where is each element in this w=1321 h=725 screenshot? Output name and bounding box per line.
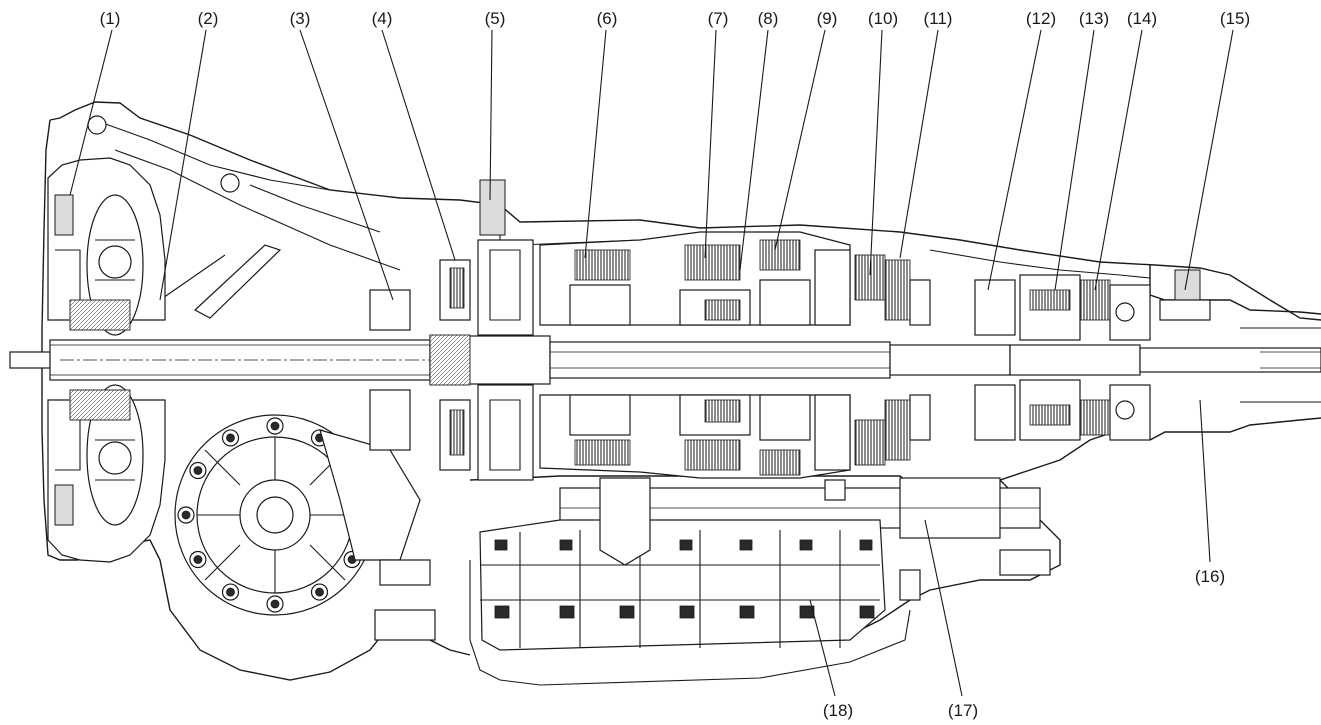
leader-line [69, 29, 113, 196]
callout-7: (7) [708, 9, 729, 28]
leader-line [159, 29, 207, 301]
leader-line [1054, 29, 1095, 291]
leader-line [1094, 29, 1143, 291]
leader-line [1184, 29, 1234, 291]
differential-gear [174, 414, 436, 641]
torque-converter [47, 157, 166, 563]
callout-18: (18) [823, 701, 853, 720]
callout-6: (6) [597, 9, 618, 28]
callout-8: (8) [758, 9, 779, 28]
callout-9: (9) [817, 9, 838, 28]
leader-line [774, 29, 826, 251]
callout-14: (14) [1127, 9, 1157, 28]
oil-pump-section [369, 179, 534, 481]
callout-15: (15) [1220, 9, 1250, 28]
leader-line [1199, 399, 1211, 563]
leader-line [899, 29, 939, 259]
main-shaft [9, 335, 1321, 385]
leader-line [869, 29, 883, 276]
leader-line [584, 29, 607, 259]
callout-13: (13) [1079, 9, 1109, 28]
transmission-housing [41, 101, 1321, 681]
leader-line [489, 29, 493, 201]
leader-lines [69, 29, 1234, 697]
clutch-and-planetary-section [539, 231, 931, 479]
callout-12: (12) [1026, 9, 1056, 28]
leader-line [809, 599, 836, 697]
leader-line [924, 519, 963, 697]
callout-1: (1) [100, 9, 121, 28]
callout-10: (10) [868, 9, 898, 28]
leader-line [381, 29, 456, 261]
callout-11: (11) [924, 9, 953, 28]
callout-16: (16) [1195, 567, 1225, 586]
leader-line [987, 29, 1042, 291]
transfer-section [974, 269, 1211, 441]
leader-line [299, 29, 394, 301]
callout-17: (17) [948, 701, 978, 720]
control-valve-and-oil-pan [469, 477, 911, 686]
callout-labels: (1) (2) (3) (4) (5) (6) (7) (8) (9) (10)… [100, 9, 1251, 720]
callout-3: (3) [290, 9, 311, 28]
callout-5: (5) [485, 9, 506, 28]
leader-line [704, 29, 717, 259]
callout-2: (2) [198, 9, 219, 28]
callout-4: (4) [372, 9, 393, 28]
leader-line [739, 29, 769, 271]
